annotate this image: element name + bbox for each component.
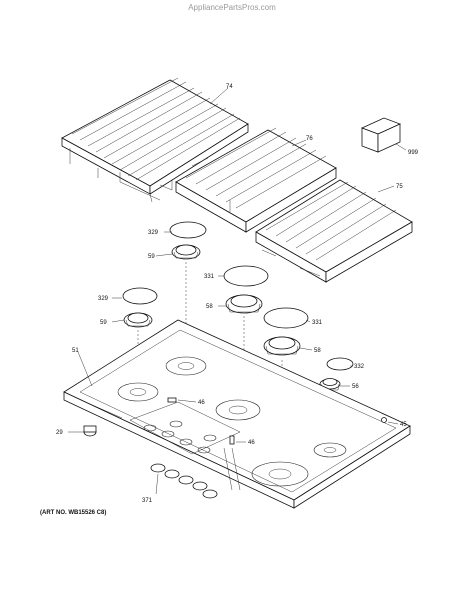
label-76: 76 [306,136,313,142]
part-45[interactable] [381,417,387,423]
label-329-upper: 329 [148,230,159,236]
cap-329-lower[interactable] [122,287,158,305]
label-371: 371 [142,498,153,504]
cap-331-lower[interactable] [263,307,309,329]
grate-74[interactable] [61,77,249,203]
bezel-371[interactable] [150,463,218,499]
burner-head-59-upper[interactable] [171,244,201,260]
label-51: 51 [72,348,79,354]
grate-76[interactable] [175,127,337,233]
label-59-upper: 59 [148,254,155,260]
part-999-box[interactable] [360,117,402,153]
art-number-note: (ART NO. WB15526 C8) [40,510,107,516]
label-331-upper: 331 [204,274,215,280]
cap-329-upper[interactable] [169,221,207,239]
burner-head-59-lower[interactable] [123,312,153,328]
label-46-a: 46 [198,400,205,406]
cooktop-51[interactable] [63,319,411,509]
knob-29[interactable] [83,425,97,437]
burner-head-56[interactable] [319,378,341,391]
label-999: 999 [408,150,419,156]
label-75: 75 [396,184,403,190]
label-58-lower: 58 [314,348,321,354]
label-332: 332 [354,364,365,370]
burner-head-58-lower[interactable] [263,336,301,356]
electrode-46-a[interactable] [167,397,177,403]
label-46-b: 46 [248,440,255,446]
grate-75[interactable] [255,179,413,283]
electrode-46-b[interactable] [229,435,235,445]
burner-head-58-upper[interactable] [225,294,263,314]
label-58-upper: 58 [206,304,213,310]
label-45: 45 [400,422,407,428]
label-29: 29 [56,430,63,436]
cap-331-upper[interactable] [223,265,269,287]
label-59-lower: 59 [100,320,107,326]
label-329-lower: 329 [98,296,109,302]
watermark: AppliancePartsPros.com [188,3,276,12]
label-74: 74 [226,84,233,90]
label-56: 56 [352,384,359,390]
label-331-lower: 331 [312,320,323,326]
cap-332[interactable] [326,357,354,371]
